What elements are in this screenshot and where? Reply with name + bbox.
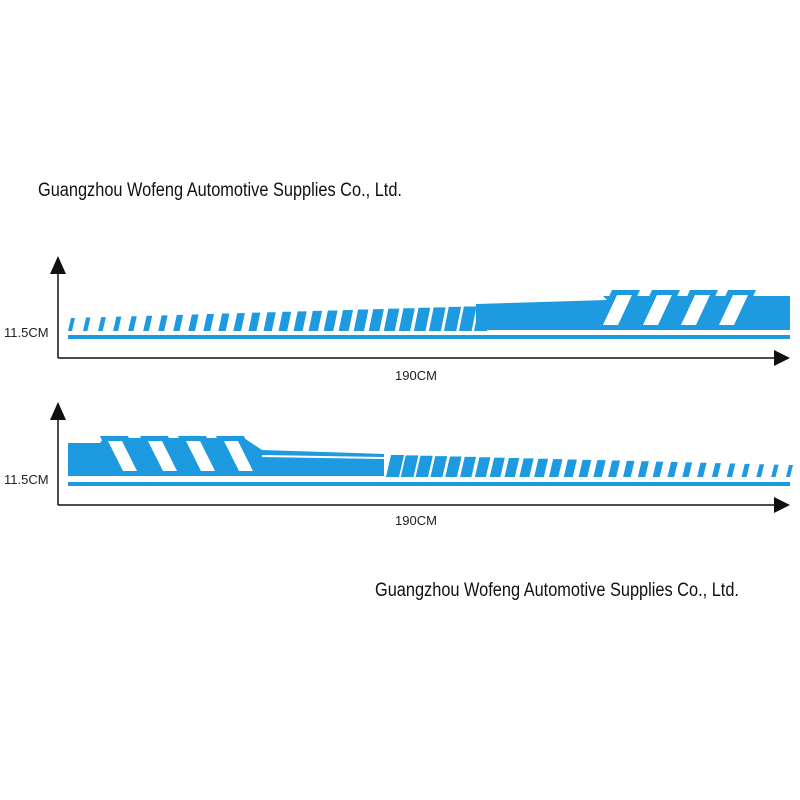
stripe-dash [637,461,649,477]
stripe-dash [415,455,433,477]
stripe-bottom [68,436,793,486]
stripe-dash [445,456,462,477]
stripe-dash [263,312,276,331]
stripe-baseline-bottom [68,482,790,486]
stripe-dash [413,307,431,331]
stripe-dash [83,317,91,331]
stripe-dash [771,464,779,477]
stripe-dashes-bottom [386,455,793,477]
stripe-dash [128,316,137,331]
stripe-dash [188,314,199,331]
stripe-dash [400,455,419,477]
stripe-slashes-top [594,290,756,330]
height-label-bottom: 11.5CM [4,472,49,487]
stripe-dash [293,311,307,331]
stripe-dash [489,457,505,477]
stripe-dash [519,458,534,477]
stripe-dash [218,313,230,331]
stripe-slash-gap [148,441,177,471]
arrow-up-icon [50,402,66,420]
stripe-top [68,290,790,339]
watermark-top: Guangzhou Wofeng Automotive Supplies Co.… [38,180,402,201]
stripe-dash [203,314,214,331]
stripe-slash-gap [643,295,672,325]
stripe-dash [726,463,736,477]
stripe-slash-gap [719,295,748,325]
stripe-dash [786,465,793,477]
stripe-dash [682,462,693,477]
stripe-slash-gap [186,441,215,471]
stripe-dash [143,315,153,331]
stripe-baseline-top [68,335,790,339]
stripe-dash [278,311,292,331]
arrow-right-icon [774,497,790,513]
stripe-dash [113,316,122,331]
height-label-top: 11.5CM [4,325,49,340]
watermark-bottom: Guangzhou Wofeng Automotive Supplies Co.… [375,580,739,601]
stripe-dash [667,462,678,477]
stripe-cut-line [262,455,384,459]
stripe-dash [504,457,520,477]
stripe-dash [593,460,606,477]
stripe-dash [534,458,549,477]
stripe-dash [563,459,577,477]
stripe-dash [398,308,415,331]
stripe-dash [430,456,448,477]
stripe-dash [383,308,400,331]
stripe-dash [338,310,353,331]
width-label-bottom: 190CM [395,513,437,528]
arrow-up-icon [50,256,66,274]
stripe-dash [623,460,635,477]
arrow-right-icon [774,350,790,366]
stripe-dash [652,461,664,477]
stripe-dash [428,307,446,331]
stripe-dash [458,306,477,331]
stripe-dash [308,310,323,331]
stripe-dash [548,459,563,477]
decal-bottom: 11.5CM 190CM [4,402,793,528]
stripe-dash [474,306,492,331]
stripe-dash [756,464,765,477]
stripe-dash [443,306,462,331]
decal-top: 11.5CM 190CM [4,256,790,383]
stripe-dash [248,312,261,331]
stripe-dash [608,460,621,477]
stripe-dashes-top [68,306,492,331]
stripe-slash-gap [224,441,253,471]
stripe-slashes-bottom [100,436,384,476]
stripe-dash [578,459,592,477]
stripe-dash [474,457,491,477]
stripe-slash-gap [681,295,710,325]
stripe-dash [711,463,721,477]
stripe-dash [233,313,245,331]
stripe-dash [353,309,369,331]
stripe-dash [158,315,168,331]
stripe-dash [741,463,750,477]
width-label-top: 190CM [395,368,437,383]
stripe-dash [173,314,184,331]
stripe-band-top [476,296,790,330]
stripe-dash [323,310,338,331]
stripe-slash-gap [603,295,632,325]
stripe-dash [368,309,384,331]
stripe-dash [98,317,106,331]
stripe-dash [460,456,477,477]
stripe-dash [386,455,404,477]
stripe-slash-gap [108,441,137,471]
stripe-dash [68,318,75,331]
stripe-dash [697,462,707,477]
